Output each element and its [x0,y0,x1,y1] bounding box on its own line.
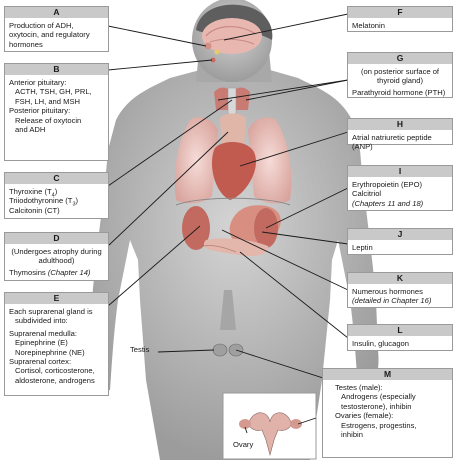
box-c-calcitonin: Calcitonin (CT) [9,205,60,215]
box-e-letter: E [5,293,108,304]
box-a-line: Production of ADH, [9,21,74,30]
leader-lines [107,13,349,434]
box-m-line: Testes (male): [335,383,383,392]
box-g-note: (on posterior surface of thyroid gland) [360,67,440,86]
box-m-line: Estrogens, progestins, [341,420,417,430]
box-b-line: Posterior pituitary: [9,106,71,116]
heart [211,142,256,200]
box-a-line: hormones [9,39,43,49]
box-k-text: Numerous hormones [352,287,423,296]
box-d-note: (Undergoes atrophy during adulthood) [11,247,102,266]
box-c: C Thyroxine (T4) Triiodothyronine (T3) C… [4,172,109,219]
box-l-text: Insulin, glucagon [352,339,409,348]
pituitary-gland [210,57,216,63]
box-m-line: inhibin [341,430,363,440]
box-e-line: Cortisol, corticosterone, [15,366,95,376]
box-c-triiodothyronine: Triiodothyronine (T3) [9,196,79,208]
ovary-label: Ovary [233,440,254,449]
box-e-line: Suprarenal cortex: [9,357,72,367]
box-d: D (Undergoes atrophy during adulthood) T… [4,232,109,281]
box-e-line: subdivided into: [15,316,68,326]
box-m-line: testosterone), inhibin [341,401,412,411]
box-f: F Melatonin [347,6,453,32]
testis-label: Testis [130,345,150,354]
box-g: G (on posterior surface of thyroid gland… [347,52,453,98]
ovary-inset [222,392,317,460]
box-i-letter: I [348,166,452,177]
box-d-letter: D [5,233,108,244]
box-k-ref: (detailed in Chapter 16) [352,296,432,306]
abdominal-organs [182,205,281,256]
box-e-line: Epinephrine (E) [15,338,68,348]
box-c-letter: C [5,173,108,184]
box-e-line: Norepinephrine (NE) [15,347,85,357]
box-e-line: aldosterone, androgens [15,375,95,385]
box-g-letter: G [348,53,452,64]
box-k-letter: K [348,273,452,284]
box-h-letter: H [348,119,452,130]
box-j: J Leptin [347,228,453,255]
box-b-line: ACTH, TSH, GH, PRL, [15,87,92,97]
box-b-line: Release of oxytocin [15,115,82,125]
box-m: M Testes (male): Androgens (especially t… [322,368,453,458]
box-g-text: Parathyroid hormone (PTH) [352,87,446,97]
box-j-text: Leptin [352,243,373,252]
box-m-line: Androgens (especially [341,392,416,402]
box-l-letter: L [348,325,452,336]
box-i: I Erythropoietin (EPO) Calcitriol (Chapt… [347,165,453,211]
box-j-letter: J [348,229,452,240]
box-b: B Anterior pituitary: ACTH, TSH, GH, PRL… [4,63,109,161]
box-e-line: Each suprarenal gland is [9,307,93,316]
box-l: L Insulin, glucagon [347,324,453,351]
box-i-ref: (Chapters 11 and 18) [352,198,424,208]
box-a-line: oxytocin, and regulatory [9,30,90,40]
box-e: E Each suprarenal gland is subdivided in… [4,292,109,396]
box-m-letter: M [323,369,452,380]
box-b-line: and ADH [15,125,46,135]
box-b-letter: B [5,64,108,75]
box-h-text: Atrial natriuretic peptide (ANP) [352,133,432,152]
box-f-letter: F [348,7,452,18]
box-c-thyroxine: Thyroxine (T4) [9,187,58,199]
box-e-line: Suprarenal medulla: [9,328,77,338]
box-b-line: FSH, LH, and MSH [15,96,80,106]
box-i-line: Erythropoietin (EPO) [352,180,423,189]
box-a: A Production of ADH, oxytocin, and regul… [4,6,109,52]
box-h: H Atrial natriuretic peptide (ANP) [347,118,453,151]
lungs [174,117,292,204]
box-m-line: Ovaries (female): [335,411,394,421]
box-i-line: Calcitriol [352,189,382,199]
box-a-letter: A [5,7,108,18]
box-k: K Numerous hormones (detailed in Chapter… [347,272,453,308]
box-f-text: Melatonin [352,21,385,30]
box-d-hormone: Thymosins (Chapter 14) [9,267,91,277]
thymus [220,113,246,150]
box-b-line: Anterior pituitary: [9,78,67,87]
